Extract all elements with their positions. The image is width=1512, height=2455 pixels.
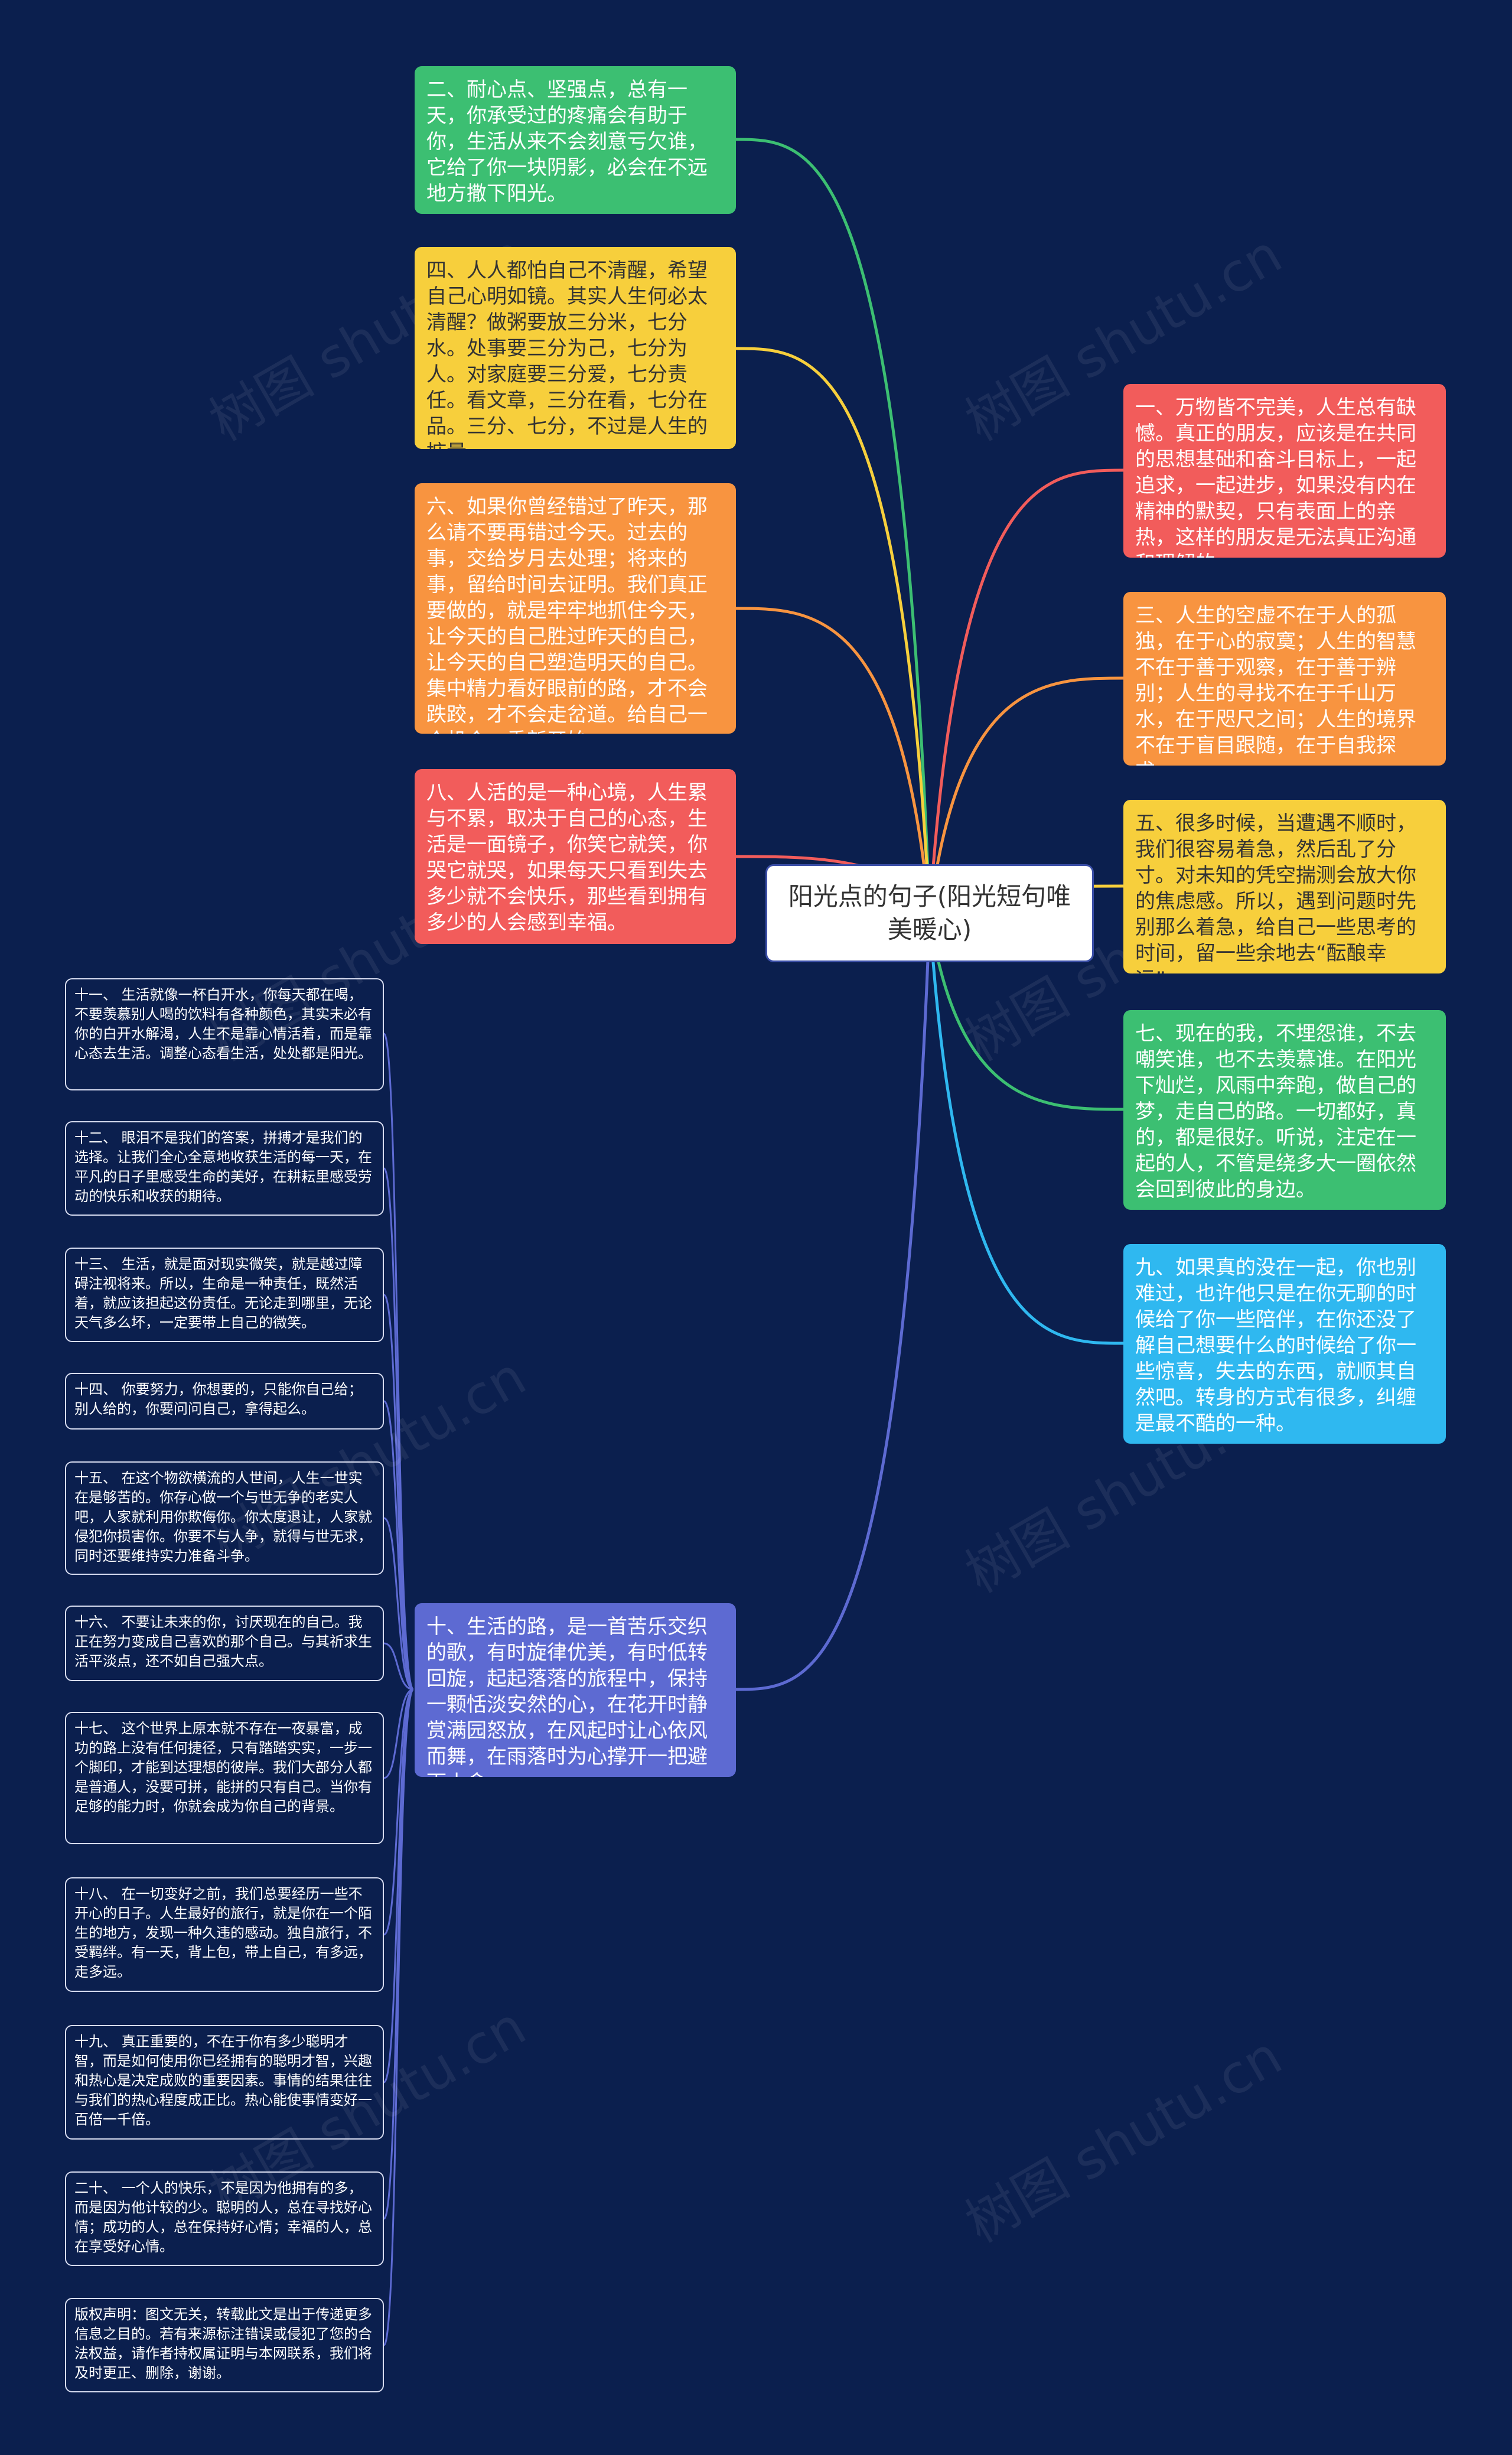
topic-node-6[interactable]: 六、如果你曾经错过了昨天，那么请不要再错过今天。过去的事，交给岁月去处理；将来的… [415,483,736,734]
topic-node-2[interactable]: 二、耐心点、坚强点，总有一天，你承受过的疼痛会有助于你，生活从来不会刻意亏欠谁，… [415,66,736,214]
connector-right [928,915,1124,1111]
connector-right [928,915,1124,1345]
leaf-node[interactable]: 十一、 生活就像一杯白开水，你每天都在喝，不要羡慕别人喝的饮料有各种颜色，其实未… [65,978,384,1090]
topic-node-10[interactable]: 十、生活的路，是一首苦乐交织的歌，有时旋律优美，有时低转回旋，起起落落的旅程中，… [415,1603,736,1777]
connector-leaf [383,1294,415,1691]
topic-node-4[interactable]: 四、人人都怕自己不清醒，希望自己心明如镜。其实人生何必太清醒？做粥要放三分米，七… [415,247,736,449]
root-topic[interactable]: 阳光点的句子(阳光短句唯美暖心) [765,864,1094,962]
connector-leaf [383,1688,415,2346]
connector-left [735,607,931,916]
topic-node-3[interactable]: 三、人生的空虚不在于人的孤独，在于心的寂寞；人生的智慧不在于善于观察，在于善于辨… [1123,592,1446,766]
topic-node-8[interactable]: 八、人活的是一种心境，人生累与不累，取决于自己的心态，生活是一面镜子，你笑它就笑… [415,769,736,944]
connector-leaf [383,1688,414,1936]
topic-node-5[interactable]: 五、很多时候，当遭遇不顺时，我们很容易着急，然后乱了分寸。对未知的凭空揣测会放大… [1123,800,1446,973]
leaf-node[interactable]: 十五、 在这个物欲横流的人世间，人生一世实在是够苦的。你存心做一个与世无争的老实… [65,1461,384,1575]
leaf-node[interactable]: 版权声明：图文无关，转载此文是出于传递更多信息之目的。若有来源标注错误或侵犯了您… [65,2298,384,2392]
connector-left [735,915,931,1691]
connector-leaf [383,1400,414,1691]
leaf-node[interactable]: 十六、 不要让未来的你，讨厌现在的自己。我正在努力变成自己喜欢的那个自己。与其祈… [65,1606,384,1681]
connector-leaf [383,1642,414,1691]
connector-right [928,676,1124,916]
leaf-node[interactable]: 二十、 一个人的快乐，不是因为他拥有的多，而是因为他计较的少。聪明的人，总在寻找… [65,2171,384,2266]
connector-right [928,468,1124,916]
leaf-node[interactable]: 十八、 在一切变好之前，我们总要经历一些不开心的日子。人生最好的旅行，就是你在一… [65,1877,384,1992]
leaf-node[interactable]: 十九、 真正重要的，不在于你有多少聪明才智，而是如何使用你已经拥有的聪明才智，兴… [65,2025,384,2140]
connector-leaf [383,1688,414,1779]
leaf-node[interactable]: 十七、 这个世界上原本就不存在一夜暴富，成功的路上没有任何捷径，只有踏踏实实，一… [65,1712,384,1844]
connector-leaf [383,1688,415,2083]
connector-leaf [383,1167,415,1691]
connector-leaf [383,1517,414,1691]
topic-node-9[interactable]: 九、如果真的没在一起，你也别难过，也许他只是在你无聊的时候给了你一些陪伴，在你还… [1123,1244,1446,1444]
connector-leaf [383,1033,415,1691]
topic-node-1[interactable]: 一、万物皆不完美，人生总有缺憾。真正的朋友，应该是在共同的思想基础和奋斗目标上，… [1123,384,1446,558]
topic-node-7[interactable]: 七、现在的我，不埋怨谁，不去嘲笑谁，也不去羡慕谁。在阳光下灿烂，风雨中奔跑，做自… [1123,1010,1446,1210]
leaf-node[interactable]: 十二、 眼泪不是我们的答案，拼搏才是我们的选择。让我们全心全意地收获生活的每一天… [65,1121,384,1216]
leaf-node[interactable]: 十三、 生活，就是面对现实微笑，就是越过障碍注视将来。所以，生命是一种责任，既然… [65,1248,384,1342]
root-title: 阳光点的句子(阳光短句唯美暖心) [788,882,1071,944]
connector-left [735,138,931,916]
connector-left [735,347,931,916]
leaf-node[interactable]: 十四、 你要努力，你想要的，只能你自己给；别人给的，你要问问自己，拿得起么。 [65,1373,384,1430]
